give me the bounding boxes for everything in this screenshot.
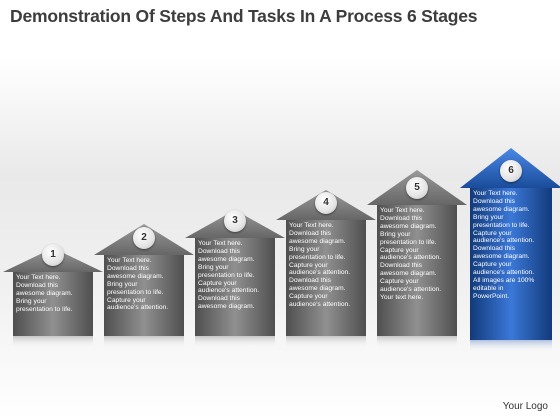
stage-text-line: Your Text here. xyxy=(16,274,61,281)
stage-text-line: awesome diagram. xyxy=(16,289,73,297)
stage-text-line: awesome diagram. xyxy=(289,285,346,293)
stage-text-line: presentation to life. xyxy=(198,271,255,279)
stage-number-badge: 1 xyxy=(42,244,64,266)
stage-text-line: audience's attention. xyxy=(380,286,442,294)
house-shape xyxy=(185,210,285,348)
stage-text-line: Your Text here. xyxy=(289,222,334,229)
house-body xyxy=(286,218,366,336)
stage-text-line: Capture your xyxy=(107,296,146,304)
house-reflection xyxy=(377,336,457,348)
stage-text-line: awesome diagram. xyxy=(198,303,255,311)
stage-text-line: audience's attention. xyxy=(473,237,535,245)
stage-text-line: presentation to life. xyxy=(289,253,346,261)
stage-text-line: Bring your xyxy=(380,230,411,238)
stage-text-line: Your Text here. xyxy=(198,240,243,247)
stage-number-badge: 5 xyxy=(406,177,428,199)
stage-text-line: presentation to life. xyxy=(107,288,164,296)
stage-text-line: audience's attention. xyxy=(380,254,442,262)
stage-text-line: Download this xyxy=(289,277,332,285)
stage-text-line: awesome diagram. xyxy=(473,253,530,261)
house-body xyxy=(195,236,275,336)
stage-text-line: Bring your xyxy=(289,245,320,253)
stage-text-line: Capture your xyxy=(473,261,512,269)
stage-text-line: audience's attention. xyxy=(289,301,351,309)
stage-text-line: Bring your xyxy=(16,297,47,305)
stage-text-line: awesome diagram. xyxy=(198,255,255,263)
stage-text-line: Capture your xyxy=(289,293,328,301)
stage-text-line: Download this xyxy=(473,197,516,205)
stage-text-line: Download this xyxy=(16,281,59,289)
stage-text-line: Download this xyxy=(473,245,516,253)
house-shape xyxy=(460,148,560,352)
stage-number-badge: 2 xyxy=(133,227,155,249)
house-reflection xyxy=(13,336,93,348)
stage-text-line: Download this xyxy=(198,295,241,303)
stage-text-line: Bring your xyxy=(107,280,138,288)
stage-number-badge: 3 xyxy=(224,210,246,232)
stage-number-badge: 6 xyxy=(500,160,522,182)
stage-text-line: awesome diagram. xyxy=(107,272,164,280)
stage-text-line: Your Text here. xyxy=(473,190,518,197)
house-reflection xyxy=(195,336,275,348)
stage-text-line: Download this xyxy=(380,262,423,270)
stage-text-line: PowerPoint. xyxy=(473,292,510,300)
house-shape xyxy=(94,224,194,348)
house-body xyxy=(104,253,184,336)
stage-text-line: Download this xyxy=(198,247,241,255)
stage-text-line: presentation to life. xyxy=(473,221,530,229)
house-reflection xyxy=(104,336,184,348)
stage-text-line: presentation to life. xyxy=(16,305,73,313)
house-shape xyxy=(276,190,376,348)
stage-text-line: Bring your xyxy=(473,213,504,221)
stage-text-line: Your Text here. xyxy=(380,207,425,214)
stage-text-line: Capture your xyxy=(380,278,419,286)
house-body xyxy=(13,270,93,336)
stage-text-line: Download this xyxy=(289,229,332,237)
stage-text-line: Capture your xyxy=(198,279,237,287)
stage-text-line: Download this xyxy=(380,214,423,222)
house-body xyxy=(377,203,457,336)
diagram-title: Demonstration Of Steps And Tasks In A Pr… xyxy=(10,6,478,26)
stage-text-line: audience's attention. xyxy=(198,287,260,295)
house-reflection xyxy=(286,336,366,348)
stage-text-line: audience's attention. xyxy=(289,269,351,277)
stage-text-line: All images are 100% xyxy=(473,276,535,284)
stage-text-line: awesome diagram. xyxy=(380,270,437,278)
stage-text-line: Your text here. xyxy=(380,293,424,301)
stage-text-line: Capture your xyxy=(473,229,512,237)
stage-text-line: Your Text here. xyxy=(107,257,152,264)
stage-text-line: awesome diagram. xyxy=(289,237,346,245)
stage-text-line: Capture your xyxy=(380,246,419,254)
house-reflection xyxy=(470,340,552,352)
stage-text-line: presentation to life. xyxy=(380,238,437,246)
stage-text-line: Capture your xyxy=(289,261,328,269)
house-body xyxy=(470,186,552,340)
stage-text-line: audience's attention. xyxy=(473,269,535,277)
stage-number-badge: 4 xyxy=(315,192,337,214)
stage-text-line: Bring your xyxy=(198,263,229,271)
stage-text-line: awesome diagram. xyxy=(380,222,437,230)
logo-text: Your Logo xyxy=(502,401,548,412)
stage-text-line: editable in xyxy=(473,284,504,292)
stage-text-line: awesome diagram. xyxy=(473,205,530,213)
stage-text-line: audience's attention. xyxy=(107,304,169,312)
stage-text-line: Download this xyxy=(107,264,150,272)
